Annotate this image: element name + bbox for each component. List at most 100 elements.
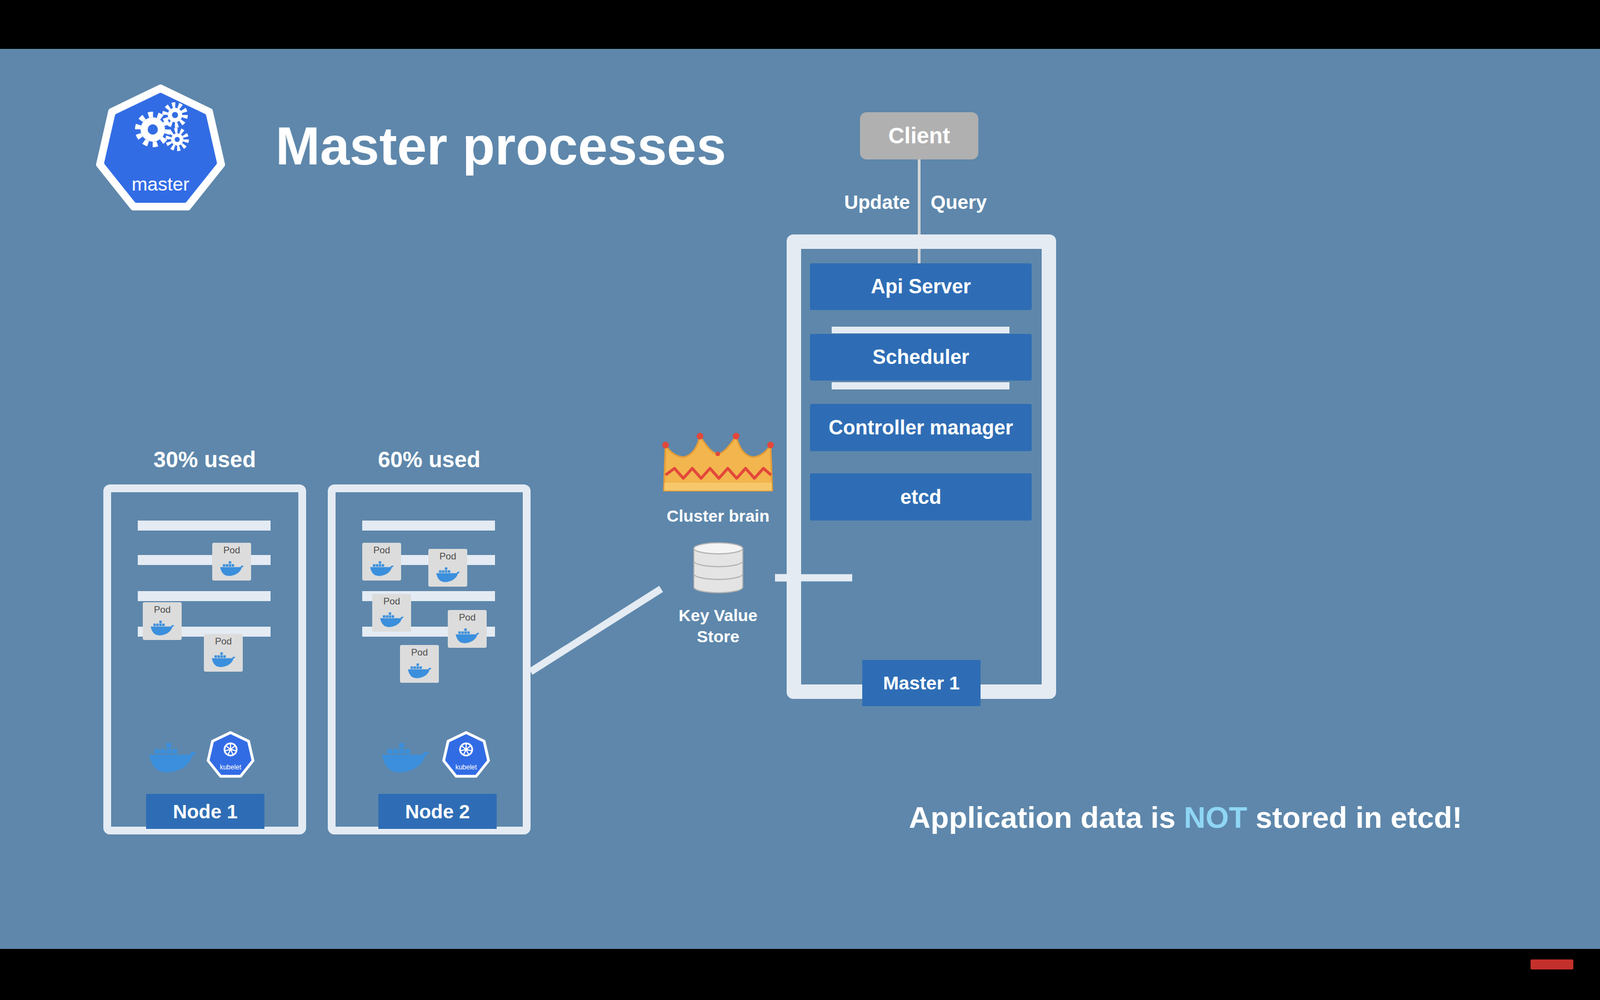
pod-label: Pod (373, 544, 390, 557)
pod-box: Pod (372, 593, 412, 632)
pod-text-wrap: Pod (372, 595, 412, 608)
server-frame: 30% usedNode 1PodPodPodkubelet (103, 484, 307, 835)
node-bar (362, 520, 495, 531)
pod-box: Pod (212, 542, 252, 581)
crown-jewel (696, 432, 704, 440)
db-top (693, 542, 743, 554)
kubelet-wheel (224, 743, 237, 756)
crown-jewel (732, 432, 740, 440)
subscribe-button (1530, 959, 1574, 970)
page-title: Master processes (275, 113, 727, 178)
pod-label: Pod (411, 646, 428, 659)
docker-whale (382, 742, 429, 773)
crown-rim (664, 482, 772, 491)
crown-jewel (767, 441, 774, 449)
label-wrap: Query (930, 190, 1042, 215)
connector-line (917, 159, 921, 264)
docker-whale (455, 628, 479, 643)
label-wrap: Update (798, 190, 910, 215)
pod-text-wrap: Pod (203, 635, 243, 648)
logo-text: master (131, 171, 190, 197)
pod-box: Pod (142, 602, 182, 640)
pod-whale (369, 559, 394, 578)
kubelet-hub (228, 747, 233, 752)
store-wire (775, 574, 853, 582)
server-frame: 60% usedNode 2PodPodPodPodPodkubelet (327, 484, 531, 835)
kubelet-badge: kubelet (206, 729, 255, 781)
kubelet-outline (207, 732, 254, 777)
client-box: Client (860, 112, 979, 160)
note-text: stored in etcd! (1255, 797, 1463, 837)
client-label: Client (888, 123, 950, 149)
pod-text-wrap: Pod (142, 603, 182, 617)
kubelet-fill (210, 735, 251, 774)
crown-jewel (662, 441, 669, 449)
store-wrap: Key Value Store (661, 605, 775, 650)
db-side (742, 548, 744, 588)
kubelet-label: kubelet (220, 762, 242, 772)
process-box: Controller manager (810, 403, 1032, 452)
kubelet-badge: kubelet (441, 729, 491, 781)
flow-label: Query (930, 190, 987, 215)
pod-whale (379, 610, 404, 629)
kubelet-label: kubelet (455, 762, 478, 772)
docker-whale (211, 652, 235, 667)
crown-zigzag (665, 468, 772, 479)
gear-hole (147, 124, 158, 135)
pod-box: Pod (203, 633, 243, 672)
pod-label: Pod (458, 611, 476, 624)
pod-text-wrap: Pod (362, 544, 402, 557)
process-label: Controller manager (828, 416, 1013, 440)
process-label: etcd (900, 485, 942, 509)
node-name: Node 1 (172, 800, 238, 823)
process-box: Api Server (810, 263, 1032, 310)
process-label: Scheduler (872, 345, 969, 369)
crown-jewel (715, 451, 720, 457)
heading-wrap: 60% used (305, 445, 553, 474)
kubelet-outline (443, 732, 489, 777)
master-bar (831, 382, 1010, 390)
pod-text-wrap: Pod (212, 544, 252, 557)
connector-line (775, 574, 787, 582)
docker-whale (150, 620, 174, 635)
kubelet-text-wrap: kubelet (441, 761, 491, 771)
docker-whale (436, 567, 460, 582)
pod-text-wrap: Pod (400, 646, 439, 659)
kubelet-shape (206, 729, 255, 781)
pod-label: Pod (215, 635, 232, 648)
flow-label: Update (843, 190, 910, 215)
docker-whale (149, 742, 197, 773)
node-tab: Node 1 (146, 793, 265, 829)
docker-whale (220, 561, 244, 576)
pod-whale (455, 626, 480, 645)
node-name: Master 1 (883, 672, 960, 694)
pod-box: Pod (447, 610, 487, 648)
pod-whale (211, 650, 236, 669)
note-text: NOT (1183, 797, 1248, 837)
pod-whale (407, 661, 432, 680)
pod-text-wrap: Pod (447, 611, 487, 624)
logo-shape (93, 81, 228, 217)
kubelet-wheel (460, 743, 473, 756)
logo-outline (98, 87, 223, 208)
heading-wrap: 30% used (81, 445, 329, 474)
node-bar (137, 591, 271, 602)
pod-box: Pod (362, 542, 402, 581)
db-ring (693, 573, 743, 580)
crown-caption: Cluster brain (666, 506, 770, 527)
node-tab: Master 1 (862, 660, 981, 707)
connector-line (530, 588, 662, 672)
gear-body (171, 133, 184, 146)
letterbox-bar (0, 948, 1600, 1000)
gear-body (167, 107, 183, 123)
logo-text-wrap: master (93, 171, 228, 197)
master-bar (831, 326, 1010, 334)
pod-box: Pod (428, 548, 468, 587)
master-logo-node: master (93, 81, 228, 217)
node-bar (137, 520, 271, 531)
db-ring (693, 561, 743, 567)
process-box: Scheduler (810, 333, 1032, 381)
